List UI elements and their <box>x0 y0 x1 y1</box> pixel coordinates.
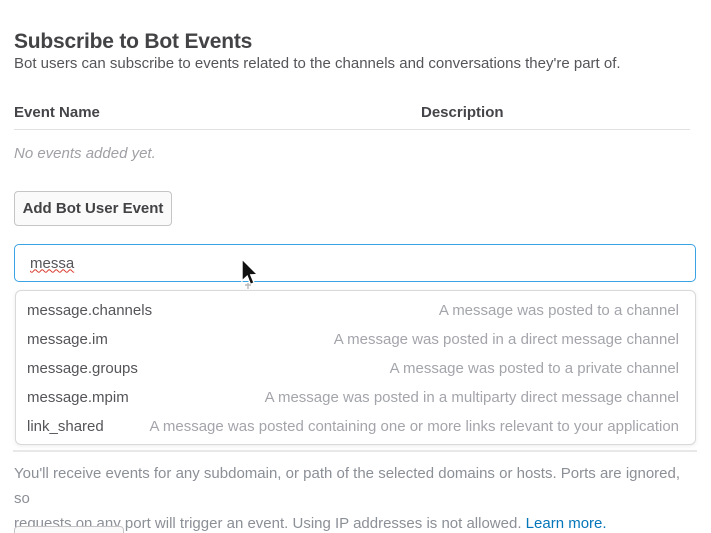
suggestion-event-description: A message was posted in a multiparty dir… <box>264 389 679 406</box>
suggestion-item[interactable]: message.mpim A message was posted in a m… <box>16 383 695 412</box>
column-header-event-name: Event Name <box>14 104 100 121</box>
column-header-description: Description <box>421 104 504 121</box>
suggestion-item[interactable]: message.im A message was posted in a dir… <box>16 325 695 354</box>
suggestion-event-name: link_shared <box>27 418 104 435</box>
suggestion-event-description: A message was posted in a direct message… <box>333 331 679 348</box>
partial-bottom-button[interactable] <box>14 526 124 533</box>
events-footer-note: You'll receive events for any subdomain,… <box>14 461 694 533</box>
suggestion-item[interactable]: message.channels A message was posted to… <box>16 296 695 325</box>
suggestion-item[interactable]: link_shared A message was posted contain… <box>16 412 695 441</box>
section-divider <box>13 450 697 452</box>
page-subtitle: Bot users can subscribe to events relate… <box>14 55 621 72</box>
suggestion-event-name: message.channels <box>27 302 153 319</box>
suggestion-item[interactable]: message.groups A message was posted to a… <box>16 354 695 383</box>
event-search-input-value: messa <box>30 254 75 272</box>
suggestion-event-description: A message was posted to a channel <box>438 302 679 319</box>
event-search-input[interactable]: messa <box>14 244 696 282</box>
suggestion-event-name: message.mpim <box>27 389 129 406</box>
page-title: Subscribe to Bot Events <box>14 30 253 54</box>
suggestion-event-description: A message was posted to a private channe… <box>389 360 679 377</box>
event-suggestions-dropdown: message.channels A message was posted to… <box>15 290 696 445</box>
table-header-divider <box>14 129 690 130</box>
empty-events-message: No events added yet. <box>14 145 156 162</box>
suggestion-event-name: message.groups <box>27 360 138 377</box>
suggestion-event-name: message.im <box>27 331 108 348</box>
add-bot-user-event-button[interactable]: Add Bot User Event <box>14 191 172 226</box>
footer-note-line2: requests on any port will trigger an eve… <box>14 515 522 532</box>
footer-note-line1: You'll receive events for any subdomain,… <box>14 465 681 507</box>
suggestion-event-description: A message was posted containing one or m… <box>149 418 679 435</box>
learn-more-link[interactable]: Learn more. <box>525 515 607 532</box>
